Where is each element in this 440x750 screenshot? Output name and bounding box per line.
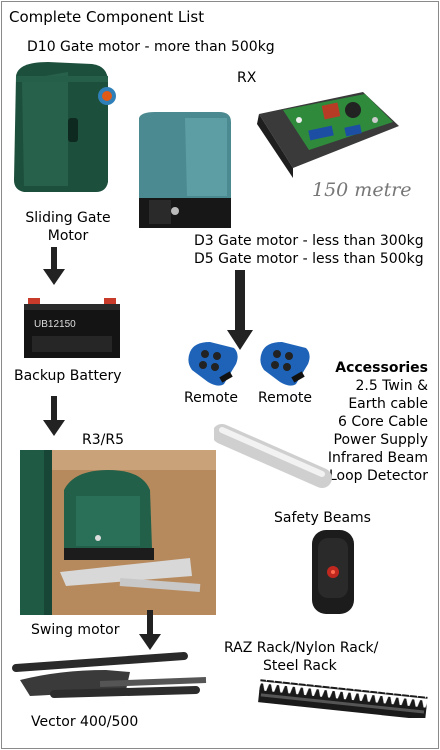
rack-label-line2: Steel Rack [263, 658, 337, 674]
sliding-gate-motor-label-line2: Motor [47, 228, 89, 244]
accessories-heading: Accessories [335, 360, 428, 376]
r3-r5-label: R3/R5 [82, 432, 124, 448]
conduit-pipe-image [214, 424, 332, 488]
backup-battery-image: UB12150 [24, 298, 120, 358]
arrow-down-icon [138, 610, 162, 652]
accessory-item: 6 Core Cable [338, 414, 428, 430]
accessory-item: Power Supply [333, 432, 429, 448]
rx-receiver-label: RX [237, 70, 257, 86]
remote-label: Remote [184, 390, 239, 406]
rx-receiver-image [257, 92, 399, 178]
battery-model-text: UB12150 [34, 319, 76, 330]
d3-d5-gate-motor-image [139, 112, 231, 228]
d10-gate-motor-image [14, 62, 116, 192]
swing-motor-label: Swing motor [31, 622, 120, 638]
vector-label: Vector 400/500 [31, 714, 139, 730]
d5-motor-label: D5 Gate motor - less than 500kg [194, 251, 424, 267]
vector-actuator-image [12, 652, 207, 698]
rack-label-line1: RAZ Rack/Nylon Rack/ [224, 640, 379, 656]
safety-beams-label: Safety Beams [274, 510, 371, 526]
remote-control-image [188, 342, 238, 386]
arrow-down-icon [227, 270, 253, 350]
d3-motor-label: D3 Gate motor - less than 300kg [194, 233, 424, 249]
gear-rack-image [258, 679, 428, 718]
sliding-gate-motor-label-line1: Sliding Gate [25, 210, 111, 226]
accessory-item: Earth cable [348, 396, 428, 412]
swing-gate-motor-image [20, 450, 216, 615]
range-label: 150 metre [312, 179, 412, 201]
accessory-item: Loop Detector [328, 468, 428, 484]
remote-control-image [260, 342, 310, 386]
backup-battery-label: Backup Battery [14, 368, 122, 384]
arrow-down-icon [42, 396, 66, 438]
d10-motor-label: D10 Gate motor - more than 500kg [27, 39, 275, 55]
safety-beam-sensor-image [312, 530, 354, 614]
accessory-item: 2.5 Twin & [355, 378, 428, 394]
accessory-item: Infrared Beam [327, 450, 428, 466]
arrow-down-icon [42, 247, 66, 285]
page-title: Complete Component List [9, 8, 205, 26]
remote-label: Remote [258, 390, 313, 406]
